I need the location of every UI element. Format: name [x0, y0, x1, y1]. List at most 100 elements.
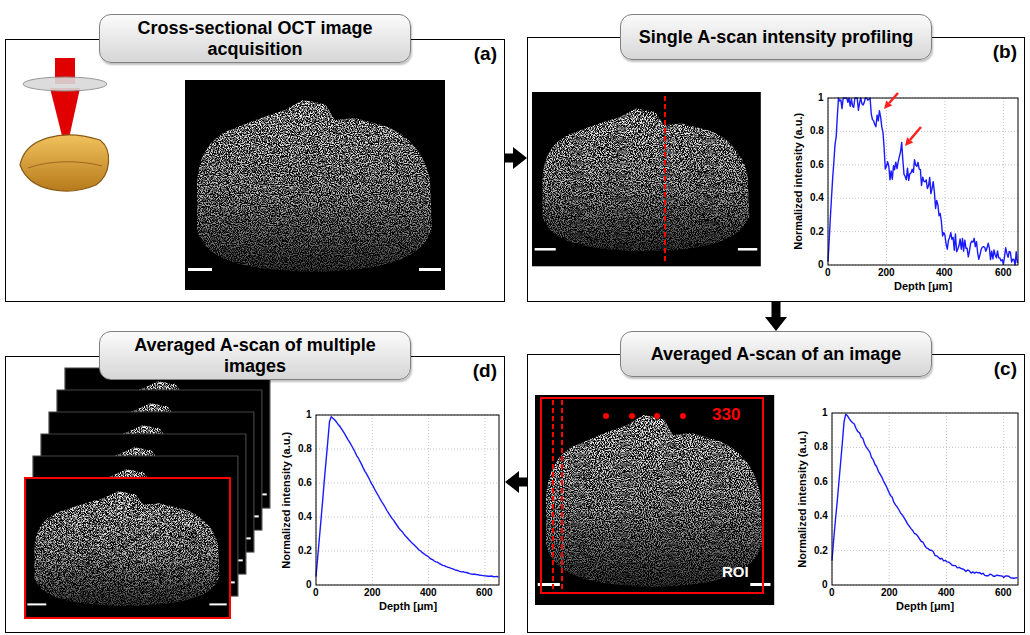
- tick-label: 200: [364, 587, 381, 599]
- tick-label: 600: [995, 267, 1012, 279]
- tick-label: 0.2: [810, 226, 824, 238]
- grid-line: [484, 415, 485, 585]
- axis-title: Depth [μm]: [894, 280, 952, 293]
- pill-title: Cross-sectional OCT image acquisition: [110, 18, 400, 59]
- tick-label: 0.6: [810, 159, 824, 171]
- peak-arrow: [905, 137, 913, 146]
- panel-letter: (c): [994, 358, 1017, 380]
- grid-line: [946, 413, 947, 585]
- ellipsis-dots: [629, 413, 635, 419]
- panel: (a) Cross-sectional OCT image acquisition: [5, 14, 505, 302]
- tick-label: 0.4: [814, 510, 828, 522]
- title-pill: Averaged A-scan of an image: [620, 331, 932, 377]
- grid-line: [832, 481, 1018, 482]
- tick-label: 0.4: [298, 511, 312, 523]
- roi-box: [541, 398, 763, 593]
- tick-label: 0.6: [814, 476, 828, 488]
- grid-line: [1003, 98, 1004, 265]
- tick-label: 200: [881, 587, 898, 599]
- a-scan-line: [561, 400, 563, 592]
- oct-image: [185, 80, 445, 290]
- grid-line: [428, 415, 429, 585]
- pill-title: Single A-scan intensity profiling: [639, 27, 913, 48]
- tick-label: 600: [476, 587, 493, 599]
- oct-image: [535, 395, 774, 605]
- ellipsis-dots: [680, 413, 686, 419]
- a-scan-line: [664, 96, 666, 262]
- panel-letter: (d): [473, 360, 497, 382]
- grid-line: [372, 415, 373, 585]
- laser-setup: [20, 135, 109, 191]
- tick-label: 0: [825, 267, 831, 279]
- pill-title: Averaged A-scan of multiple images: [110, 335, 400, 376]
- tick-label: 0.8: [810, 125, 824, 137]
- laser-setup: [20, 58, 109, 191]
- grid-line: [828, 131, 1018, 132]
- grid-line: [832, 550, 1018, 551]
- grid-line: [1003, 413, 1004, 585]
- intensity-curve: [832, 414, 1017, 578]
- grid-line: [828, 164, 1018, 165]
- plot-frame: [316, 415, 499, 585]
- arrow-head: [765, 317, 787, 331]
- flow-arrow: [765, 302, 787, 331]
- grid-line: [886, 98, 887, 265]
- ellipsis-dots: [603, 413, 609, 419]
- pill-title: Averaged A-scan of an image: [651, 344, 902, 365]
- arrow-shaft: [772, 302, 781, 319]
- ellipsis-dots: [654, 413, 660, 419]
- tick-label: 0.8: [814, 441, 828, 453]
- panel-letter: (a): [474, 43, 497, 65]
- title-pill: Single A-scan intensity profiling: [620, 14, 932, 60]
- peak-arrow: [884, 100, 892, 109]
- count-label: 330: [712, 405, 740, 425]
- grid-line: [832, 516, 1018, 517]
- grid-line: [316, 551, 499, 552]
- axis-title: Depth [μm]: [379, 600, 437, 613]
- tick-label: 0.4: [810, 192, 824, 204]
- arrow-head: [513, 147, 527, 169]
- axis-title: Normalized intensity (a.u.): [280, 432, 293, 569]
- tick-label: 0: [313, 587, 319, 599]
- panel-frame: [527, 37, 1025, 302]
- grid-line: [316, 517, 499, 518]
- a-scan-line: [552, 400, 554, 592]
- grid-line: [828, 198, 1018, 199]
- tick-label: 1: [822, 407, 828, 419]
- tick-label: 400: [420, 587, 437, 599]
- laser-setup: [23, 77, 107, 91]
- arrow-head: [505, 471, 519, 493]
- peak-arrow: [884, 93, 921, 146]
- ellipsis-dots: [603, 413, 686, 419]
- intensity-chart: [316, 415, 499, 585]
- intensity-curve: [828, 98, 1017, 265]
- axis-title: Depth [μm]: [896, 600, 954, 613]
- image-stack: [25, 368, 270, 618]
- intensity-chart: [828, 98, 1018, 265]
- tick-label: 200: [878, 267, 895, 279]
- tick-label: 0: [818, 259, 824, 271]
- tick-label: 0.2: [814, 545, 828, 557]
- tick-label: 0.8: [298, 443, 312, 455]
- oct-image: [535, 395, 774, 605]
- plot-frame: [828, 98, 1018, 265]
- peak-arrow: [889, 93, 898, 103]
- image-stack: [25, 478, 230, 618]
- flow-arrow: [505, 471, 527, 493]
- panel-letter: (b): [993, 41, 1017, 63]
- image-stack: [25, 478, 230, 618]
- tick-label: 600: [995, 587, 1012, 599]
- title-pill: Averaged A-scan of multiple images: [99, 331, 411, 380]
- tick-label: 1: [306, 409, 312, 421]
- tick-label: 0: [822, 579, 828, 591]
- grid-line: [889, 413, 890, 585]
- grid-line: [828, 231, 1018, 232]
- peak-arrow: [910, 127, 921, 140]
- image-stack: [25, 478, 230, 618]
- intensity-curve: [316, 417, 498, 577]
- grid-line: [832, 447, 1018, 448]
- laser-setup: [28, 162, 102, 168]
- tick-label: 1: [818, 92, 824, 104]
